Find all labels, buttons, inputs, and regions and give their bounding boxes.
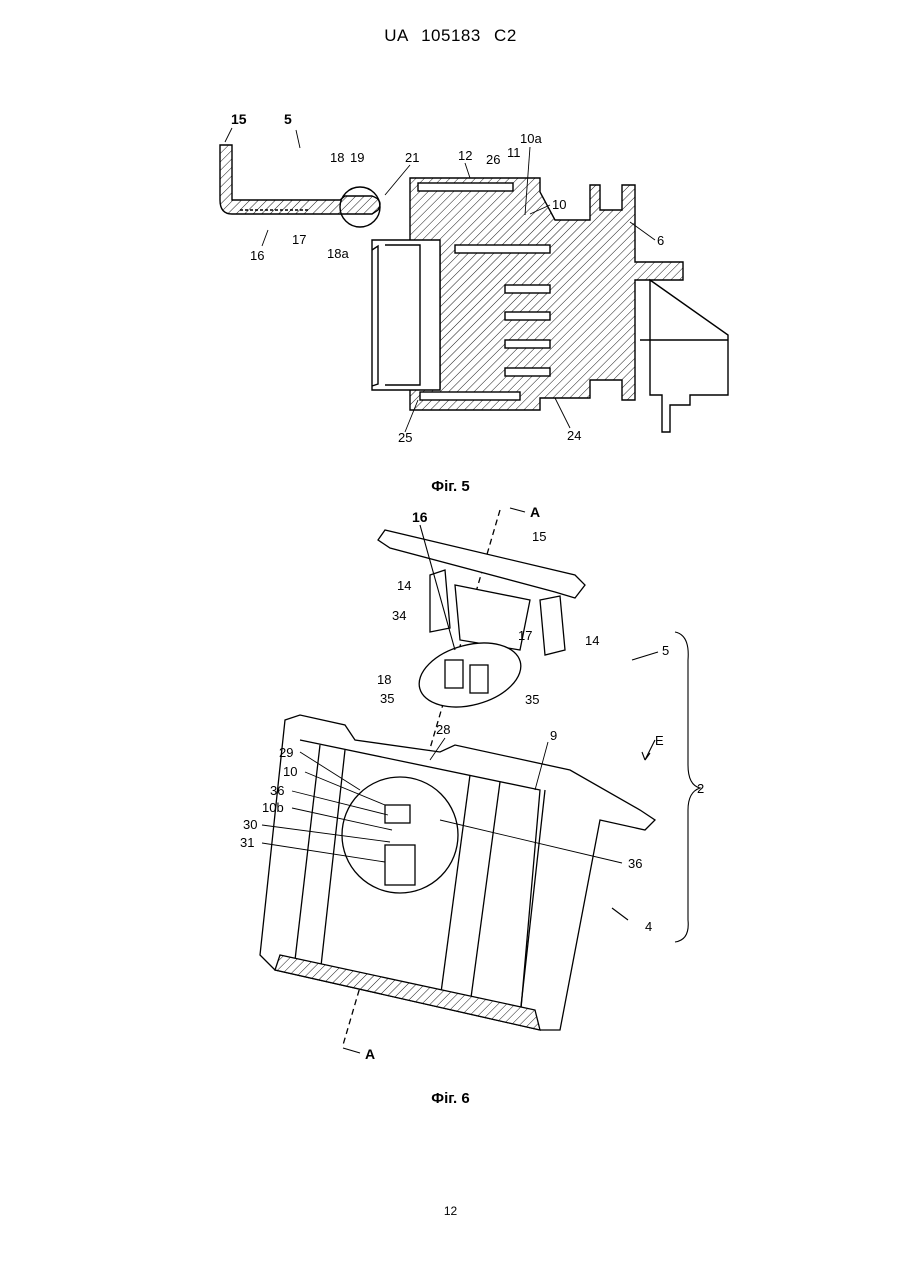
fig6-caption: Фіг. 6 xyxy=(0,1090,901,1107)
fig6-label-28: 28 xyxy=(436,722,450,737)
fig6-label-34: 34 xyxy=(392,608,406,623)
fig6-label-2: 2 xyxy=(697,781,704,796)
fig5-label-24: 24 xyxy=(567,428,581,443)
fig6-label-4: 4 xyxy=(645,919,652,934)
page-number: 12 xyxy=(0,1204,901,1218)
fig5-label-25: 25 xyxy=(398,430,412,445)
fig5-label-18a: 18a xyxy=(327,246,349,261)
fig6-label-36b: 36 xyxy=(628,856,642,871)
fig6-label-14a: 14 xyxy=(397,578,411,593)
fig6-label-31: 31 xyxy=(240,835,254,850)
fig6-label-A-bottom: A xyxy=(365,1046,375,1062)
fig5-label-10: 10 xyxy=(552,197,566,212)
fig6-label-29: 29 xyxy=(279,745,293,760)
fig5-label-5: 5 xyxy=(284,111,292,127)
fig6-label-14b: 14 xyxy=(585,633,599,648)
fig6-label-E: E xyxy=(655,733,664,748)
fig5-label-10a: 10a xyxy=(520,131,542,146)
fig5-label-11: 11 xyxy=(507,145,521,160)
fig6-label-35b: 35 xyxy=(525,692,539,707)
fig5-label-16: 16 xyxy=(250,248,264,263)
fig6-label-17: 17 xyxy=(518,628,532,643)
fig5-label-26: 26 xyxy=(486,152,500,167)
fig6-label-16: 16 xyxy=(412,509,428,525)
fig6-label-A-top: A xyxy=(530,504,540,520)
fig6-label-36a: 36 xyxy=(270,783,284,798)
fig5-label-19: 19 xyxy=(350,150,364,165)
fig6-label-18: 18 xyxy=(377,672,391,687)
fig5-label-18: 18 xyxy=(330,150,344,165)
bracket-right xyxy=(650,280,728,432)
fig5-caption: Фіг. 5 xyxy=(0,478,901,495)
fig6-label-15: 15 xyxy=(532,529,546,544)
fig6-label-5: 5 xyxy=(662,643,669,658)
shroud-left xyxy=(372,240,440,390)
fig5-label-12: 12 xyxy=(458,148,472,163)
fig5-label-17: 17 xyxy=(292,232,306,247)
fig5-label-21: 21 xyxy=(405,150,419,165)
fig6-label-9: 9 xyxy=(550,728,557,743)
fig6-label-35a: 35 xyxy=(380,691,394,706)
fig5-drawing xyxy=(220,145,728,432)
fig6-label-10b: 10b xyxy=(262,800,284,815)
fig5-label-6: 6 xyxy=(657,233,664,248)
fig6-label-30: 30 xyxy=(243,817,257,832)
fig5-label-15: 15 xyxy=(231,111,247,127)
fig6-label-10: 10 xyxy=(283,764,297,779)
